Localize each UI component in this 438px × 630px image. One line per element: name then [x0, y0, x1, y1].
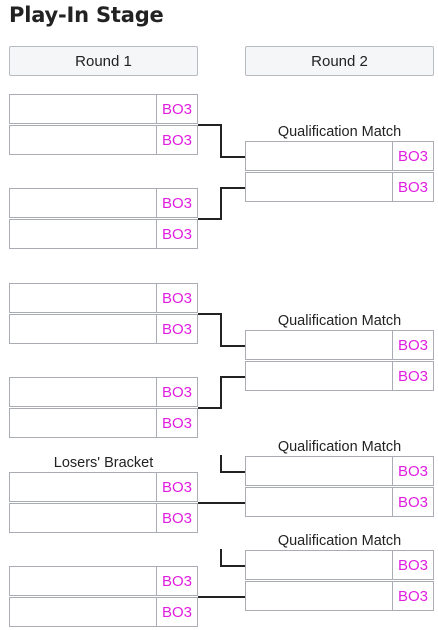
series-format: BO3	[156, 126, 197, 154]
series-format: BO3	[156, 567, 197, 595]
r1-match1-team1[interactable]: BO3	[9, 94, 198, 124]
page-title: Play-In Stage	[9, 3, 164, 27]
series-format: BO3	[392, 173, 433, 201]
r2-q2-team2[interactable]: BO3	[245, 361, 434, 391]
connector-r1m4	[198, 376, 245, 409]
series-format: BO3	[392, 457, 433, 485]
series-format: BO3	[156, 598, 197, 626]
r1-match3-team1[interactable]: BO3	[9, 283, 198, 313]
series-format: BO3	[156, 95, 197, 123]
series-format: BO3	[392, 582, 433, 610]
r1-match4-team2[interactable]: BO3	[9, 408, 198, 438]
losers-bracket-label: Losers' Bracket	[53, 455, 154, 471]
series-format: BO3	[156, 473, 197, 501]
r2-q3-team2[interactable]: BO3	[245, 487, 434, 517]
series-format: BO3	[392, 488, 433, 516]
r1-match2-team2[interactable]: BO3	[9, 219, 198, 249]
r2-q2-team1[interactable]: BO3	[245, 330, 434, 360]
series-format: BO3	[156, 504, 197, 532]
qualification-match-label-1: Qualification Match	[277, 124, 402, 140]
connector-r1m3	[198, 313, 245, 347]
series-format: BO3	[156, 189, 197, 217]
r1-match3-team2[interactable]: BO3	[9, 314, 198, 344]
losers-match2-team1[interactable]: BO3	[9, 566, 198, 596]
r2-q3-team1[interactable]: BO3	[245, 456, 434, 486]
series-format: BO3	[156, 409, 197, 437]
r2-q4-team1[interactable]: BO3	[245, 550, 434, 580]
connector-q4-stub	[220, 549, 245, 567]
round-1-header: Round 1	[9, 46, 198, 76]
r1-match4-team1[interactable]: BO3	[9, 377, 198, 407]
series-format: BO3	[392, 551, 433, 579]
series-format: BO3	[392, 362, 433, 390]
qualification-match-label-2: Qualification Match	[277, 313, 402, 329]
r1-match1-team2[interactable]: BO3	[9, 125, 198, 155]
round-2-header: Round 2	[245, 46, 434, 76]
r2-q1-team2[interactable]: BO3	[245, 172, 434, 202]
series-format: BO3	[392, 331, 433, 359]
r2-q4-team2[interactable]: BO3	[245, 581, 434, 611]
series-format: BO3	[156, 284, 197, 312]
connector-r1m2	[198, 187, 245, 220]
qualification-match-label-3: Qualification Match	[277, 439, 402, 455]
losers-match1-team2[interactable]: BO3	[9, 503, 198, 533]
series-format: BO3	[156, 378, 197, 406]
series-format: BO3	[156, 315, 197, 343]
losers-match1-team1[interactable]: BO3	[9, 472, 198, 502]
series-format: BO3	[156, 220, 197, 248]
r1-match2-team1[interactable]: BO3	[9, 188, 198, 218]
connector-q3-stub	[220, 455, 245, 473]
qualification-match-label-4: Qualification Match	[277, 533, 402, 549]
series-format: BO3	[392, 142, 433, 170]
losers-match2-team2[interactable]: BO3	[9, 597, 198, 627]
r2-q1-team1[interactable]: BO3	[245, 141, 434, 171]
connector-r1m1	[198, 124, 245, 158]
